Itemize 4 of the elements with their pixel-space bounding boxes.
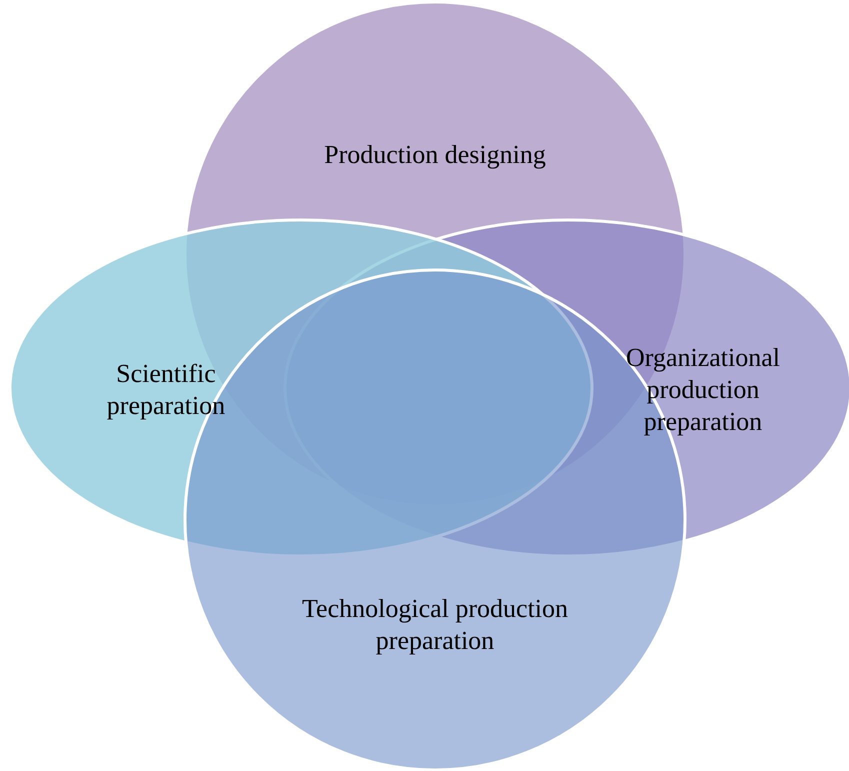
set-label: Scientific preparation <box>106 358 226 422</box>
set-label: Technological production preparation <box>300 593 570 657</box>
set-label: Production designing <box>324 139 546 171</box>
set-label: Organizational production preparation <box>624 342 782 438</box>
